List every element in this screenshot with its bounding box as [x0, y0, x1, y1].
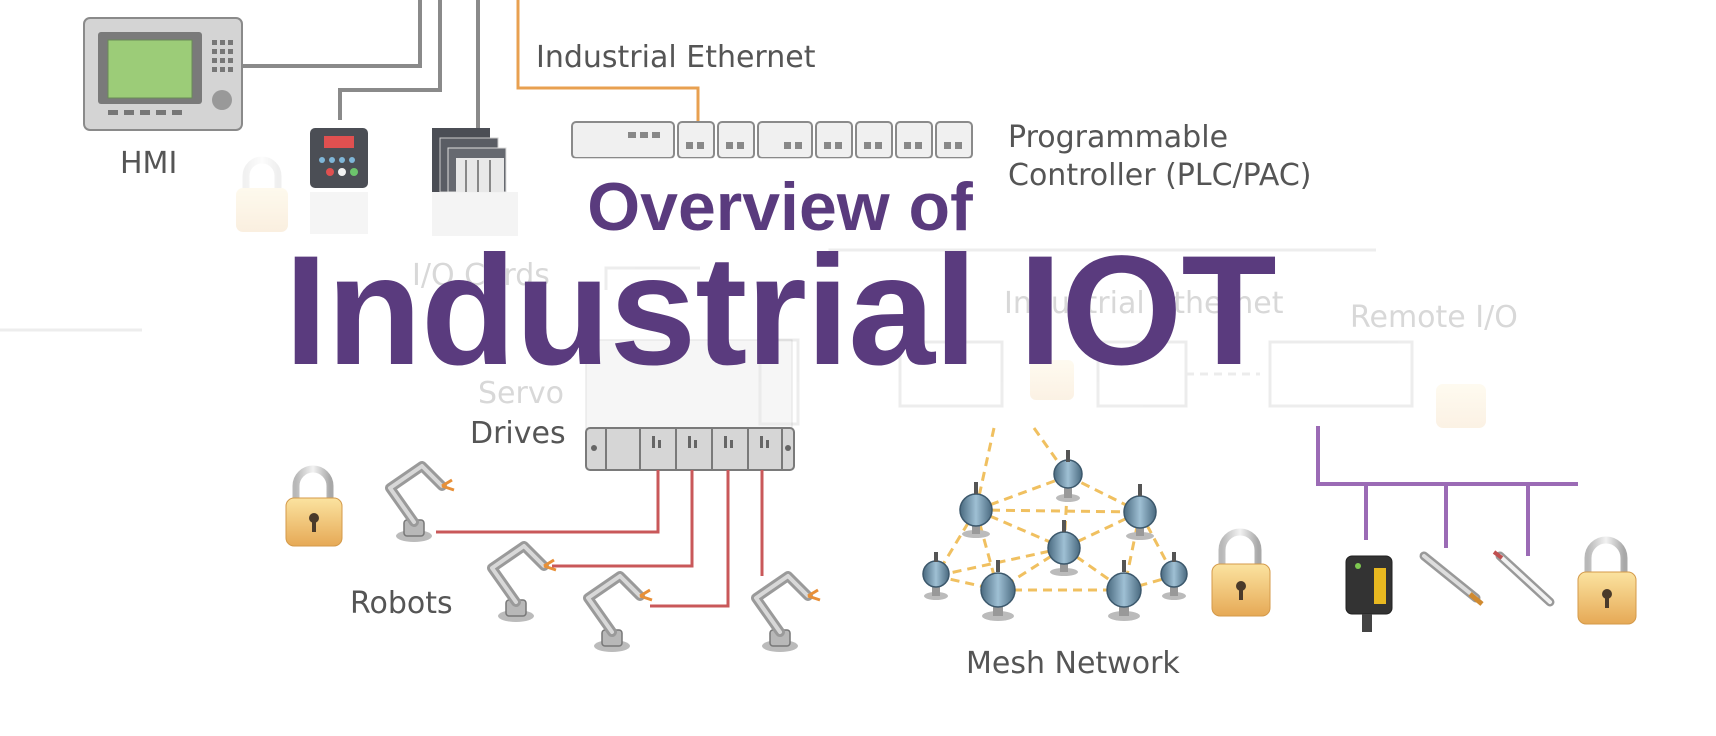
industrial-ethernet-label: Industrial Ethernet [536, 40, 816, 75]
ghost-network [0, 248, 1414, 426]
robot-arm-icon [487, 541, 557, 622]
servo-label: Servo [478, 376, 564, 411]
padlock-icon [1577, 536, 1637, 625]
mesh-network-label: Mesh Network [966, 646, 1180, 681]
mesh-sensor-icon [959, 482, 993, 538]
proximity-sensor-icon [1419, 551, 1484, 606]
robot-arm-icon [751, 571, 821, 652]
mesh-sensor-icon [1047, 520, 1081, 576]
mesh-sensor-icon [980, 560, 1016, 621]
title-line-2: Industrial IOT [284, 224, 1276, 398]
mesh-sensor-icon [1053, 450, 1083, 502]
mesh-sensor-icon [1160, 552, 1188, 600]
plc-rack-icon [571, 121, 973, 159]
mesh-sensor-icon [1106, 560, 1142, 621]
plc-label-line2: Controller (PLC/PAC) [1008, 158, 1312, 193]
hmi-label: HMI [120, 146, 178, 181]
robot-arm-icon [583, 571, 653, 652]
industrial-ethernet-mid-label: Industrial Ethernet [1004, 286, 1284, 321]
padlock-icon [236, 156, 288, 232]
mesh-sensors [922, 450, 1188, 621]
plc-slot-marks [628, 132, 962, 149]
photo-sensor-icon [1345, 555, 1393, 632]
robot-cables [436, 470, 764, 608]
padlock-icon [1030, 360, 1486, 428]
plc-label-line1: Programmable [1008, 120, 1229, 155]
drive-unit-icon [310, 128, 368, 234]
io-cards-label: I/O Cards [412, 258, 550, 293]
hmi-cables [222, 0, 480, 130]
padlock-icon [1211, 528, 1271, 617]
padlock-icon [285, 465, 343, 547]
robot-arm-icon [385, 461, 455, 542]
remote-io-bus [1316, 426, 1578, 556]
drives-label: Drives [470, 416, 566, 451]
proximity-sensor-icon [1492, 550, 1555, 607]
title-line-1: Overview of [587, 169, 973, 245]
ethernet-line-top [516, 0, 700, 126]
io-card-stack-icon [432, 128, 518, 236]
robots-label: Robots [350, 586, 453, 621]
remote-io-label: Remote I/O [1350, 300, 1518, 335]
servo-drive-icon [585, 339, 795, 471]
mesh-sensor-icon [922, 552, 950, 600]
hmi-panel-icon [83, 17, 243, 131]
mesh-sensor-icon [1123, 484, 1157, 540]
